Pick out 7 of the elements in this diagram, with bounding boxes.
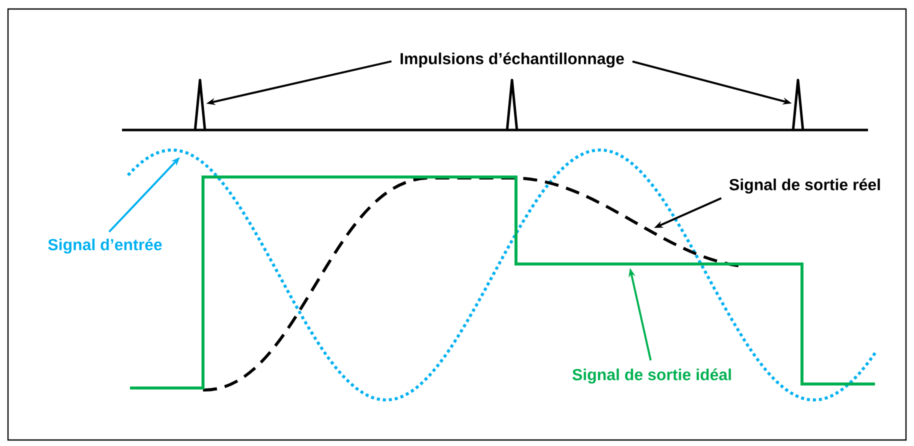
- signal-label: Signal d’entrée: [48, 238, 162, 254]
- signal-label: Signal de sortie idéal: [572, 368, 731, 384]
- signal-label: Signal de sortie réel: [729, 178, 880, 194]
- pulse-spike: [194, 78, 206, 132]
- signal-label: Impulsions d’échantillonnage: [400, 52, 624, 68]
- pulse-spike: [792, 78, 804, 132]
- pulse-spike: [506, 78, 518, 132]
